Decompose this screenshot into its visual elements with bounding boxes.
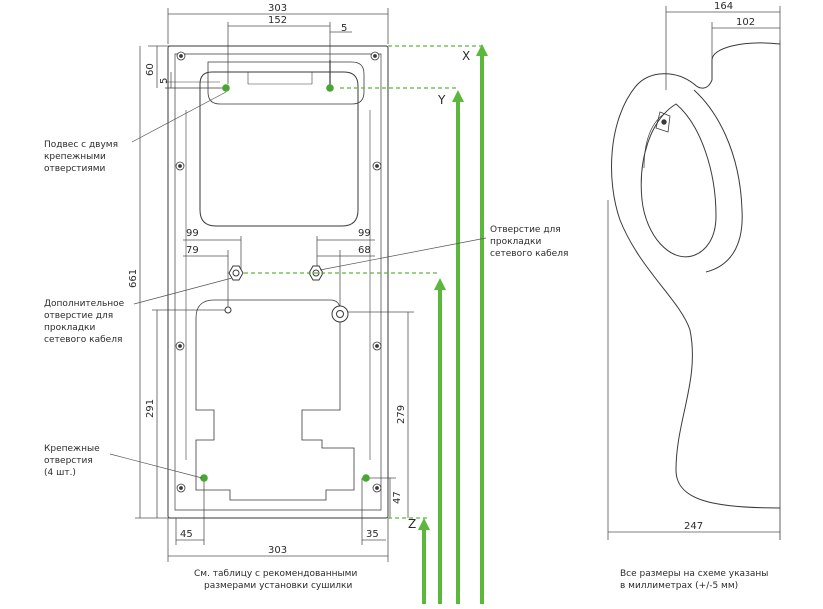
axis-y-label: Y — [437, 93, 446, 107]
hanger-hole-right-dot — [326, 84, 334, 92]
callout-extra-line: прокладки — [44, 323, 95, 333]
footnote-table-line: См. таблицу с рекомендованными — [194, 569, 357, 579]
callout-leaders — [109, 91, 487, 479]
mount-hole-bottom-left-dot — [200, 474, 208, 482]
side-dimension-values: 164 102 247 — [684, 1, 755, 532]
dim-left-lower: 291 — [145, 399, 156, 418]
dim-top-offset: 5 — [341, 23, 347, 34]
callout-hanger-line: отверстиями — [44, 164, 106, 174]
callout-hanger-line: крепежными — [44, 152, 106, 162]
axis-z-label: Z — [408, 517, 416, 531]
front-view-body — [167, 45, 389, 519]
front-dimension-lines — [135, 8, 414, 562]
hanger-hole-left-dot — [222, 84, 230, 92]
callout-extra-line: сетевого кабеля — [44, 335, 122, 345]
dryer-side-profile — [611, 40, 781, 540]
extra-cable-hole-icon — [224, 306, 232, 314]
dim-bottom-width: 303 — [268, 545, 287, 556]
dim-side-depth-total: 164 — [714, 1, 733, 12]
callout-mount-holes: Крепежные отверстия (4 шт.) — [44, 444, 103, 478]
footnote-units-line: Все размеры на схеме указаны — [620, 569, 768, 579]
dim-side-bottom-depth: 247 — [684, 521, 703, 532]
callout-mount-line: Крепежные — [44, 444, 100, 454]
dim-left-small: 5 — [159, 78, 170, 84]
axis-x-label: X — [462, 49, 470, 63]
dim-top-width: 303 — [268, 3, 287, 14]
footnote-table-ref: См. таблицу с рекомендованными размерами… — [194, 569, 360, 591]
green-guide-lines — [244, 44, 488, 604]
dim-side-depth-partial: 102 — [736, 17, 755, 28]
callout-cable-hole-line: сетевого кабеля — [490, 249, 568, 259]
cable-hole-nuts — [224, 265, 349, 323]
callout-mount-line: отверстия — [44, 456, 93, 466]
callout-extra-line: отверстие для — [44, 311, 113, 321]
mount-points — [165, 60, 370, 482]
dim-hole-offset-right: 68 — [358, 245, 371, 256]
dim-hole-spacing-left: 99 — [186, 228, 199, 239]
dim-left-top: 60 — [145, 63, 156, 76]
dim-right-lower: 279 — [396, 405, 407, 424]
callout-extra-cable-hole: Дополнительное отверстие для прокладки с… — [44, 299, 127, 345]
front-screw-holes — [175, 51, 382, 493]
callout-hanger: Подвес с двумя крепежными отверстиями — [44, 140, 121, 174]
dim-bottom-right-small: 47 — [392, 491, 403, 504]
dim-bottom-right-offset: 35 — [366, 529, 379, 540]
footnote-table-line: размерами установки сушилки — [204, 581, 352, 591]
dim-height-total: 661 — [128, 269, 139, 288]
footnote-units: Все размеры на схеме указаны в миллиметр… — [620, 569, 771, 591]
callout-mount-line: (4 шт.) — [44, 468, 76, 478]
callout-cable-hole-line: прокладки — [490, 237, 541, 247]
dim-hole-offset-left: 79 — [186, 245, 199, 256]
dim-top-half: 152 — [268, 15, 287, 26]
dim-hole-spacing-right: 99 — [358, 228, 371, 239]
side-dimension-lines — [607, 6, 781, 540]
callout-cable-hole: Отверстие для прокладки сетевого кабеля — [490, 225, 568, 259]
callout-cable-hole-line: Отверстие для — [490, 225, 561, 235]
callout-hanger-line: Подвес с двумя — [44, 140, 118, 150]
footnote-units-line: в миллиметрах (+/-5 мм) — [620, 581, 738, 591]
front-dimension-values: 303 152 5 60 5 661 99 79 99 68 291 279 4… — [128, 3, 407, 556]
callout-extra-line: Дополнительное — [44, 299, 125, 309]
dim-bottom-left-offset: 45 — [180, 529, 193, 540]
mount-hole-bottom-right-dot — [362, 474, 370, 482]
